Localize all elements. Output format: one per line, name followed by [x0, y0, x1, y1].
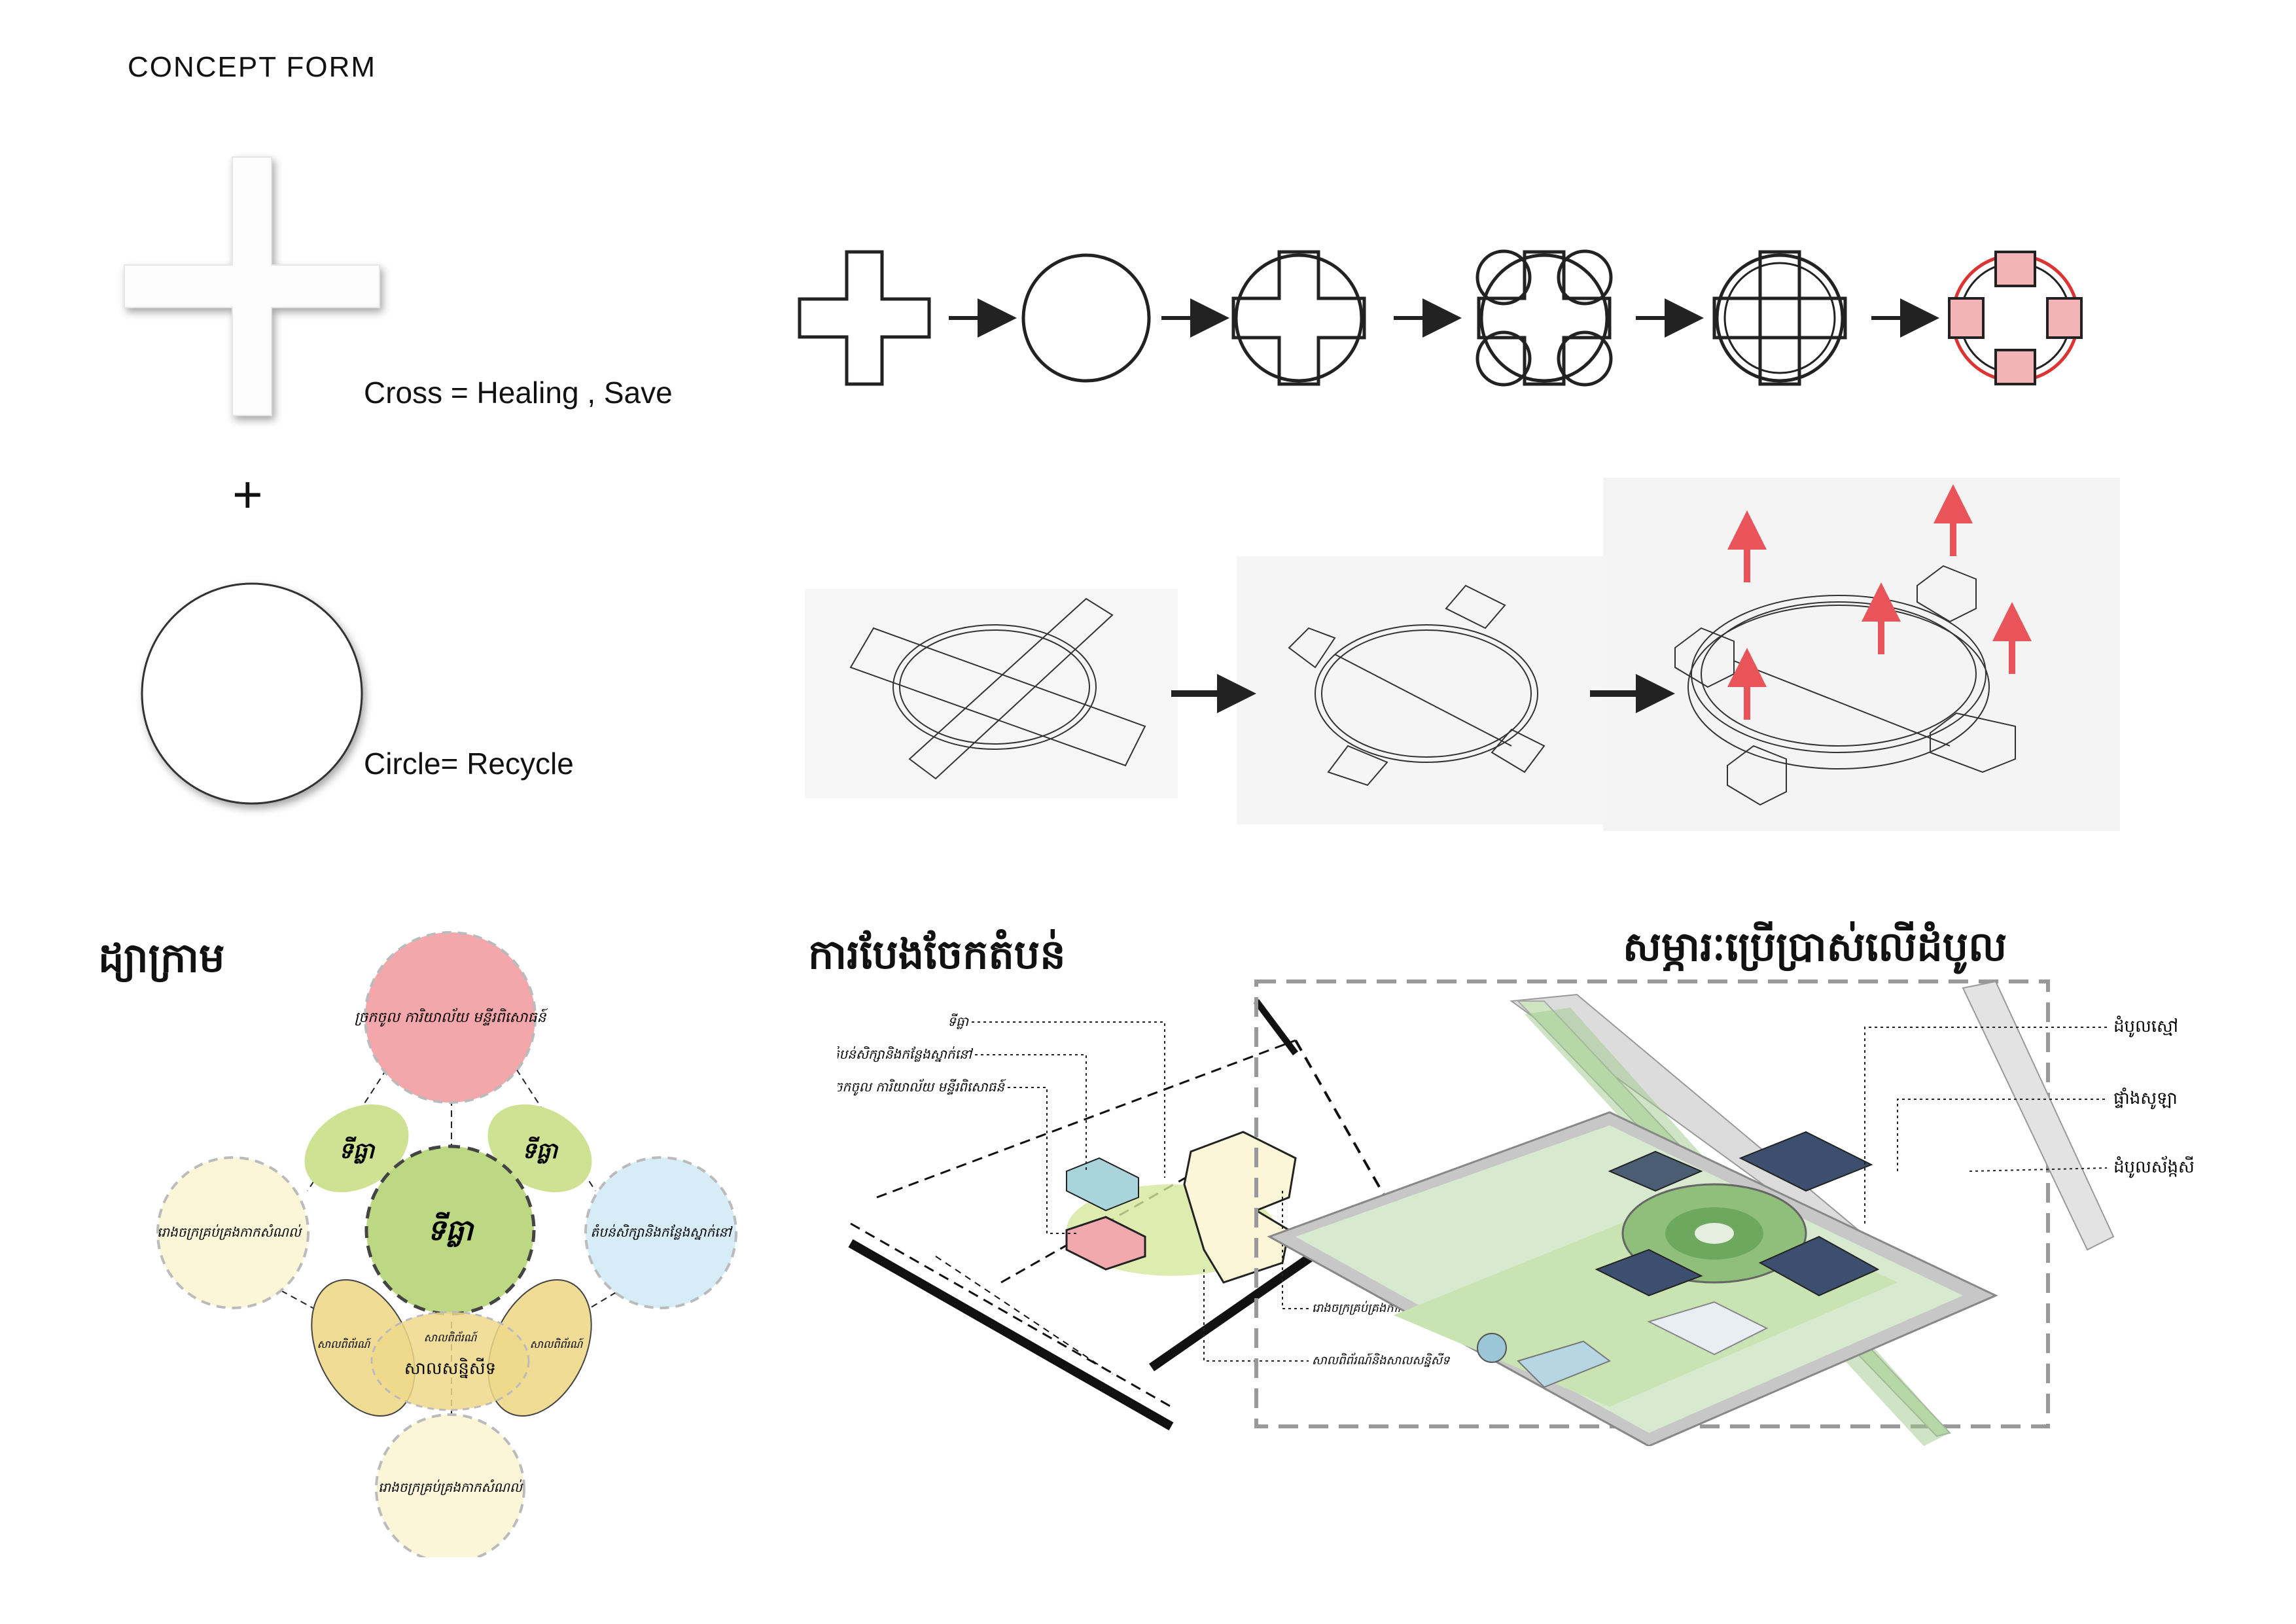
bubble-courtyard-right-label: ទីធ្លា	[522, 1137, 559, 1164]
bubble-diagram-heading: ដ្យាក្រាម	[98, 934, 225, 981]
zoning-label-study: តំបន់សិក្សានិងកន្លែងស្នាក់នៅ	[838, 1046, 974, 1062]
zoning-leaders	[972, 1021, 1309, 1362]
roof-label-green-roof: ដំបូលស្មៅ	[2113, 1015, 2178, 1038]
circle-caption: Circle= Recycle	[364, 747, 574, 781]
cross-shape	[124, 156, 380, 416]
form-evolution-sequence	[798, 249, 2083, 387]
bubble-courtyard-center-label: ទីធ្លា	[427, 1212, 474, 1247]
step-cross	[798, 250, 931, 386]
bubble-courtyard-right	[487, 1104, 592, 1193]
bubble-waste-bottom-label: រោងចក្រគ្រប់គ្រងកាកសំណល់	[378, 1479, 524, 1495]
bubble-exhibition-right-label: សាលពិព័រណ៍	[530, 1337, 584, 1350]
roof-site-plan	[1267, 980, 2115, 1446]
bubble-study-label: តំបន់សិក្សានិងកន្លែងស្នាក់នៅ	[590, 1224, 733, 1240]
plus-symbol: +	[232, 465, 263, 523]
bubble-conference-label: សាលសន្និសីទ	[404, 1358, 496, 1379]
cross-caption: Cross = Healing , Save	[364, 376, 673, 410]
bubble-diagram: ច្រកចូល ការិយាល័យ មន្ទីរពិសោធន៍ រោងចក្រគ…	[156, 931, 737, 1557]
sketch-1	[849, 597, 1146, 780]
bubble-courtyard-center	[364, 1144, 536, 1316]
step-ring	[1712, 250, 1847, 386]
sketch-sequence	[805, 478, 2120, 831]
sketch-3-red-arrows	[1727, 484, 2032, 720]
bubble-waste-left-label: រោងចក្រគ្រប់គ្រងកាកសំណល់	[157, 1224, 303, 1240]
step-overlay	[1231, 250, 1366, 386]
roof-heading: សម្ភារៈប្រើប្រាស់លើដំបូល	[1623, 923, 2007, 970]
bubble-courtyard-left-label: ទីធ្លា	[339, 1137, 376, 1164]
zoning-heading: ការបែងចែកតំបន់	[808, 930, 1066, 978]
bubble-exhibition-left-label: សាលពិព័រណ៍	[317, 1337, 372, 1350]
bubble-entrance-label: ច្រកចូល ការិយាល័យ មន្ទីរពិសោធន៍	[355, 1008, 548, 1027]
bubble-conference	[370, 1311, 530, 1411]
circle-shape	[141, 582, 363, 805]
roof-label-solar-panel: ផ្ទាំងសូឡា	[2113, 1087, 2178, 1110]
zoning-diagram: ទីធ្លា តំបន់សិក្សានិងកន្លែងស្នាក់នៅ ច្រក…	[838, 999, 1451, 1431]
zone-study-residence	[1066, 1157, 1139, 1212]
step-final	[1948, 251, 2083, 385]
zoning-label-courtyard: ទីធ្លា	[947, 1013, 969, 1029]
bubble-entrance-office-lab	[364, 931, 537, 1104]
roof-label-metal-roof: ដំបូលស័ង្កសី	[2113, 1156, 2195, 1178]
zone-entrance-office	[1065, 1216, 1146, 1271]
sketch-2	[1288, 584, 1545, 786]
bubble-study-residence	[584, 1156, 737, 1309]
step-circle	[1021, 253, 1151, 383]
bubble-waste-plant-bottom	[375, 1413, 525, 1557]
bubble-exhibition-center-label: សាលពិព័រណ៍	[424, 1331, 478, 1344]
zoning-label-entrance: ច្រកចូល ការិយាល័យ មន្ទីរពិសោធន៍	[838, 1078, 1006, 1096]
roof-leaders	[1864, 1027, 2108, 1224]
roof-materials-diagram: ដំបូលស្មៅ ផ្ទាំងសូឡា ដំបូលស័ង្កសី	[1254, 980, 2195, 1446]
zoning-label-exhibition: សាលពិព័រណ៍និងសាលសន្និសីទ	[1312, 1352, 1451, 1368]
step-lobes	[1475, 249, 1613, 387]
page-title: CONCEPT FORM	[128, 51, 377, 83]
bubble-waste-plant-left	[156, 1156, 309, 1309]
sketch-3	[1674, 565, 2016, 806]
bubble-courtyard-left	[304, 1104, 409, 1193]
